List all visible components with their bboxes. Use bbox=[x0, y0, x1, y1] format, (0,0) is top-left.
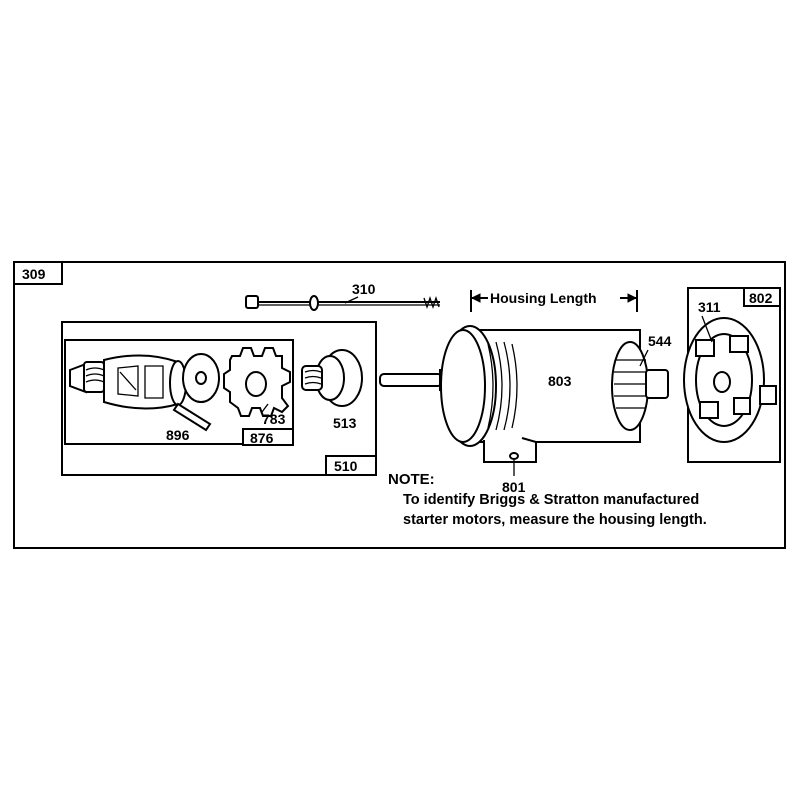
leader-783 bbox=[261, 403, 269, 413]
label-896: 896 bbox=[166, 427, 190, 443]
label-housing-length: Housing Length bbox=[490, 290, 597, 306]
label-876: 876 bbox=[250, 430, 274, 446]
leader-544 bbox=[639, 349, 649, 367]
label-311: 311 bbox=[698, 299, 721, 315]
washer bbox=[182, 353, 220, 403]
label-544: 544 bbox=[648, 333, 672, 349]
label-box-510 bbox=[325, 455, 377, 476]
drive-pinion-housing bbox=[69, 354, 187, 410]
label-783: 783 bbox=[262, 411, 286, 427]
drive-assembly-box-510 bbox=[61, 321, 377, 476]
roll-pin-896 bbox=[172, 402, 212, 432]
diagram-frame bbox=[13, 261, 786, 549]
label-310: 310 bbox=[352, 281, 376, 297]
motor-housing-803 bbox=[440, 325, 669, 447]
pinion-gear-783 bbox=[223, 347, 291, 417]
label-513: 513 bbox=[333, 415, 357, 431]
note-line-1: To identify Briggs & Stratton manufactur… bbox=[403, 492, 699, 508]
label-box-802 bbox=[743, 287, 781, 307]
label-510: 510 bbox=[334, 458, 358, 474]
label-801: 801 bbox=[502, 479, 526, 495]
label-803: 803 bbox=[548, 373, 572, 389]
label-802: 802 bbox=[749, 290, 773, 306]
label-box-309 bbox=[13, 261, 63, 285]
note-title: NOTE: bbox=[388, 471, 435, 488]
label-309: 309 bbox=[22, 266, 46, 282]
leader-311 bbox=[701, 315, 713, 343]
drive-kit-box-876 bbox=[64, 339, 294, 445]
housing-length-dimension bbox=[470, 290, 638, 312]
through-bolt-310 bbox=[245, 295, 440, 311]
end-cap-302 bbox=[683, 317, 777, 443]
leader-310 bbox=[344, 296, 359, 304]
label-box-876 bbox=[242, 428, 294, 446]
drive-cup-513 bbox=[301, 349, 363, 407]
note-line-2: starter motors, measure the housing leng… bbox=[403, 512, 707, 528]
mounting-bracket-801 bbox=[483, 437, 537, 476]
